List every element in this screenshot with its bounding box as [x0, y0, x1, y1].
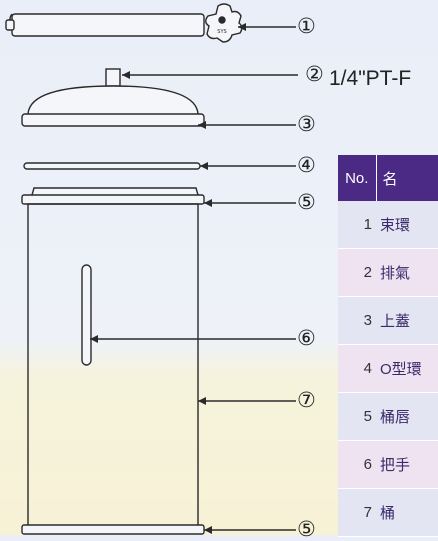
table-row: 7 桶 [338, 488, 438, 537]
table-row: 5 桶唇 [338, 392, 438, 441]
top-rim [21, 187, 205, 205]
row-number: 2 [338, 248, 376, 297]
callout-5-top: ⑤ [297, 190, 316, 214]
table-row: 2 排氣 [338, 248, 438, 297]
parts-table-header: No. 名 [338, 155, 438, 201]
row-number: 6 [338, 440, 376, 489]
callout-5-bottom: ⑤ [297, 517, 316, 541]
callout-4: ④ [297, 153, 316, 177]
table-row: 3 上蓋 [338, 296, 438, 345]
row-name: O型環 [376, 344, 438, 393]
row-number: 5 [338, 392, 376, 441]
callout-3: ③ [297, 112, 316, 136]
callout-2: ② [305, 62, 324, 86]
handle [81, 264, 92, 366]
table-row: 1 束環 [338, 201, 438, 249]
barrel [27, 203, 199, 527]
vent-fitting [105, 68, 121, 87]
wing-nut-icon [205, 3, 243, 43]
wing-nut-text: SYS [217, 29, 226, 35]
table-row: 6 把手 [338, 440, 438, 489]
callout-7: ⑦ [297, 388, 316, 412]
row-number: 7 [338, 488, 376, 537]
port-size-label: 1/4"PT-F [329, 67, 412, 90]
parts-table: No. 名 1 束環 2 排氣 3 上蓋 4 O型環 5 桶唇 [338, 155, 438, 537]
header-no: No. [338, 155, 377, 201]
row-number: 1 [338, 201, 376, 249]
callout-1: ① [297, 14, 316, 38]
callout-6: ⑥ [297, 326, 316, 350]
row-name: 排氣 [376, 248, 438, 297]
row-number: 4 [338, 344, 376, 393]
lid [21, 85, 205, 127]
table-row: 4 O型環 [338, 344, 438, 393]
header-name: 名 [376, 155, 438, 201]
clamp-rod [5, 13, 205, 37]
row-name: 上蓋 [376, 296, 438, 345]
o-ring [23, 162, 201, 170]
row-name: 把手 [376, 440, 438, 489]
bottom-rim [21, 524, 205, 535]
row-name: 桶唇 [376, 392, 438, 441]
row-name: 束環 [376, 201, 438, 249]
row-name: 桶 [376, 488, 438, 537]
row-number: 3 [338, 296, 376, 345]
